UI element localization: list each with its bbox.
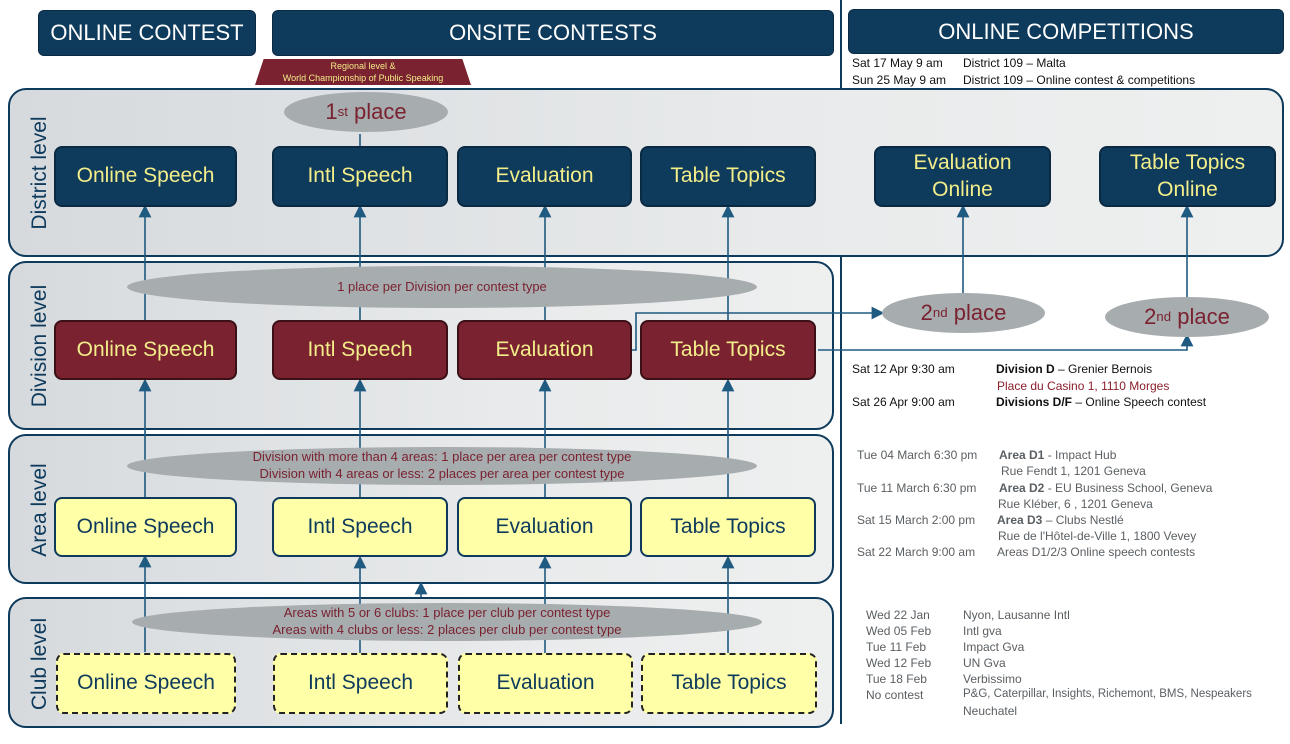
second-place-word: place: [1177, 303, 1230, 329]
club-date-2: Wed 05 Feb: [866, 624, 932, 638]
club-online-speech: Online Speech: [56, 653, 236, 714]
header-online-contest: ONLINE CONTEST: [38, 10, 256, 56]
division-online-speech: Online Speech: [54, 320, 237, 380]
area-address-2: Rue Kléber, 6 , 1201 Geneva: [998, 497, 1153, 511]
header-onsite-contests: ONSITE CONTESTS: [272, 10, 834, 56]
club-date-1: Wed 22 Jan: [866, 608, 930, 622]
district-evaluation: Evaluation: [457, 146, 632, 207]
club-date-4: Wed 12 Feb: [866, 656, 932, 670]
area-name-1: Area D1: [999, 448, 1045, 462]
regional-ribbon: Regional level & World Championship of P…: [255, 59, 471, 85]
ribbon-line-1: Regional level &: [330, 61, 396, 71]
area-venue-3: – Clubs Nestlé: [1042, 513, 1124, 527]
area-venue-1: - Impact Hub: [1044, 448, 1117, 462]
district-intl-speech: Intl Speech: [272, 146, 448, 207]
division-venue-1: – Grenier Bernois: [1054, 362, 1153, 376]
club-event-3: Impact Gva: [963, 640, 1025, 654]
district-table-topics-online: Table Topics Online: [1099, 146, 1276, 207]
club-event-6: P&G, Caterpillar, Insights, Richemont, B…: [963, 688, 1252, 700]
division-rule-ellipse: 1 place per Division per contest type: [127, 266, 757, 308]
area-address-3: Rue de l'Hôtel-de-Ville 1, 1800 Vevey: [998, 529, 1197, 543]
club-table-topics: Table Topics: [641, 653, 817, 714]
area-name-2: Area D2: [999, 481, 1045, 495]
area-address-1: Rue Fendt 1, 1201 Geneva: [1001, 464, 1146, 478]
header-online-competitions: ONLINE COMPETITIONS: [848, 9, 1284, 54]
second-place-word: place: [953, 299, 1007, 325]
first-place-word: place: [354, 98, 407, 124]
area-date-2: Tue 11 March 6:30 pm: [857, 481, 977, 495]
area-intl-speech: Intl Speech: [272, 497, 448, 557]
section-divider: [840, 0, 842, 724]
district-event-2: District 109 – Online contest & competit…: [963, 73, 1196, 87]
district-online-speech: Online Speech: [54, 146, 237, 207]
club-date-6: No contest: [866, 688, 924, 702]
area-table-topics: Table Topics: [640, 497, 816, 557]
ribbon-line-2: World Championship of Public Speaking: [282, 73, 444, 83]
club-event-4: UN Gva: [963, 656, 1006, 670]
area-venue-2: - EU Business School, Geneva: [1044, 481, 1213, 495]
second-place-sup: nd: [932, 305, 948, 321]
division-name-2: Divisions D/F: [996, 395, 1073, 409]
second-place-sup: nd: [1156, 309, 1172, 325]
division-table-topics: Table Topics: [640, 320, 816, 380]
area-date-1: Tue 04 March 6:30 pm: [857, 448, 978, 462]
area-date-3: Sat 15 March 2:00 pm: [857, 513, 976, 527]
club-event-5: Verbissimo: [963, 672, 1022, 686]
club-rule-line-1: Areas with 5 or 6 clubs: 1 place per clu…: [283, 605, 611, 621]
area-rule-line-2: Division with 4 areas or less: 2 places …: [259, 466, 625, 481]
district-date-2: Sun 25 May 9 am: [852, 73, 947, 87]
club-rule-ellipse: Areas with 5 or 6 clubs: 1 place per clu…: [132, 603, 762, 641]
division-evaluation: Evaluation: [457, 320, 632, 380]
division-venue-2: – Online Speech contest: [1072, 395, 1207, 409]
area-date-4: Sat 22 March 9:00 am: [857, 545, 976, 559]
area-rule-ellipse: Division with more than 4 areas: 1 place…: [127, 447, 757, 485]
area-evaluation: Evaluation: [457, 497, 632, 557]
club-evaluation: Evaluation: [458, 653, 633, 714]
club-date-3: Tue 11 Feb: [866, 640, 927, 654]
area-name-3: Area D3: [997, 513, 1043, 527]
division-rule-text: 1 place per Division per contest type: [337, 278, 547, 294]
club-event-2: Intl gva: [963, 624, 1002, 638]
area-venue-4: Areas D1/2/3 Online speech contests: [997, 545, 1196, 559]
district-event-1: District 109 – Malta: [963, 56, 1066, 70]
first-place-sup: st: [337, 104, 348, 120]
division-intl-speech: Intl Speech: [272, 320, 448, 380]
club-date-5: Tue 18 Feb: [866, 672, 927, 686]
area-rule-line-1: Division with more than 4 areas: 1 place…: [252, 449, 632, 465]
club-event-7: Neuchatel: [963, 704, 1018, 718]
district-table-topics: Table Topics: [640, 146, 816, 207]
area-online-speech: Online Speech: [54, 497, 237, 557]
first-place-num: 1: [325, 98, 338, 124]
division-date-2: Sat 26 Apr 9:00 am: [852, 395, 955, 409]
district-date-1: Sat 17 May 9 am: [852, 56, 943, 70]
second-place-num: 2: [920, 299, 933, 325]
club-intl-speech: Intl Speech: [273, 653, 448, 714]
area-schedule: Tue 04 March 6:30 pm Area D1 - Impact Hu…: [857, 448, 1287, 563]
division-schedule: Sat 12 Apr 9:30 am Division D – Grenier …: [852, 362, 1282, 412]
club-schedule: Wed 22 Jan Nyon, Lausanne Intl Wed 05 Fe…: [866, 608, 1290, 723]
second-place-num: 2: [1144, 303, 1157, 329]
district-evaluation-online: Evaluation Online: [874, 146, 1051, 207]
division-name-1: Division D: [996, 362, 1055, 376]
club-event-1: Nyon, Lausanne Intl: [963, 608, 1070, 622]
club-rule-line-2: Areas with 4 clubs or less: 2 places per…: [272, 622, 622, 637]
division-date-1: Sat 12 Apr 9:30 am: [852, 362, 955, 376]
division-address-1: Place du Casino 1, 1110 Morges: [997, 379, 1170, 393]
